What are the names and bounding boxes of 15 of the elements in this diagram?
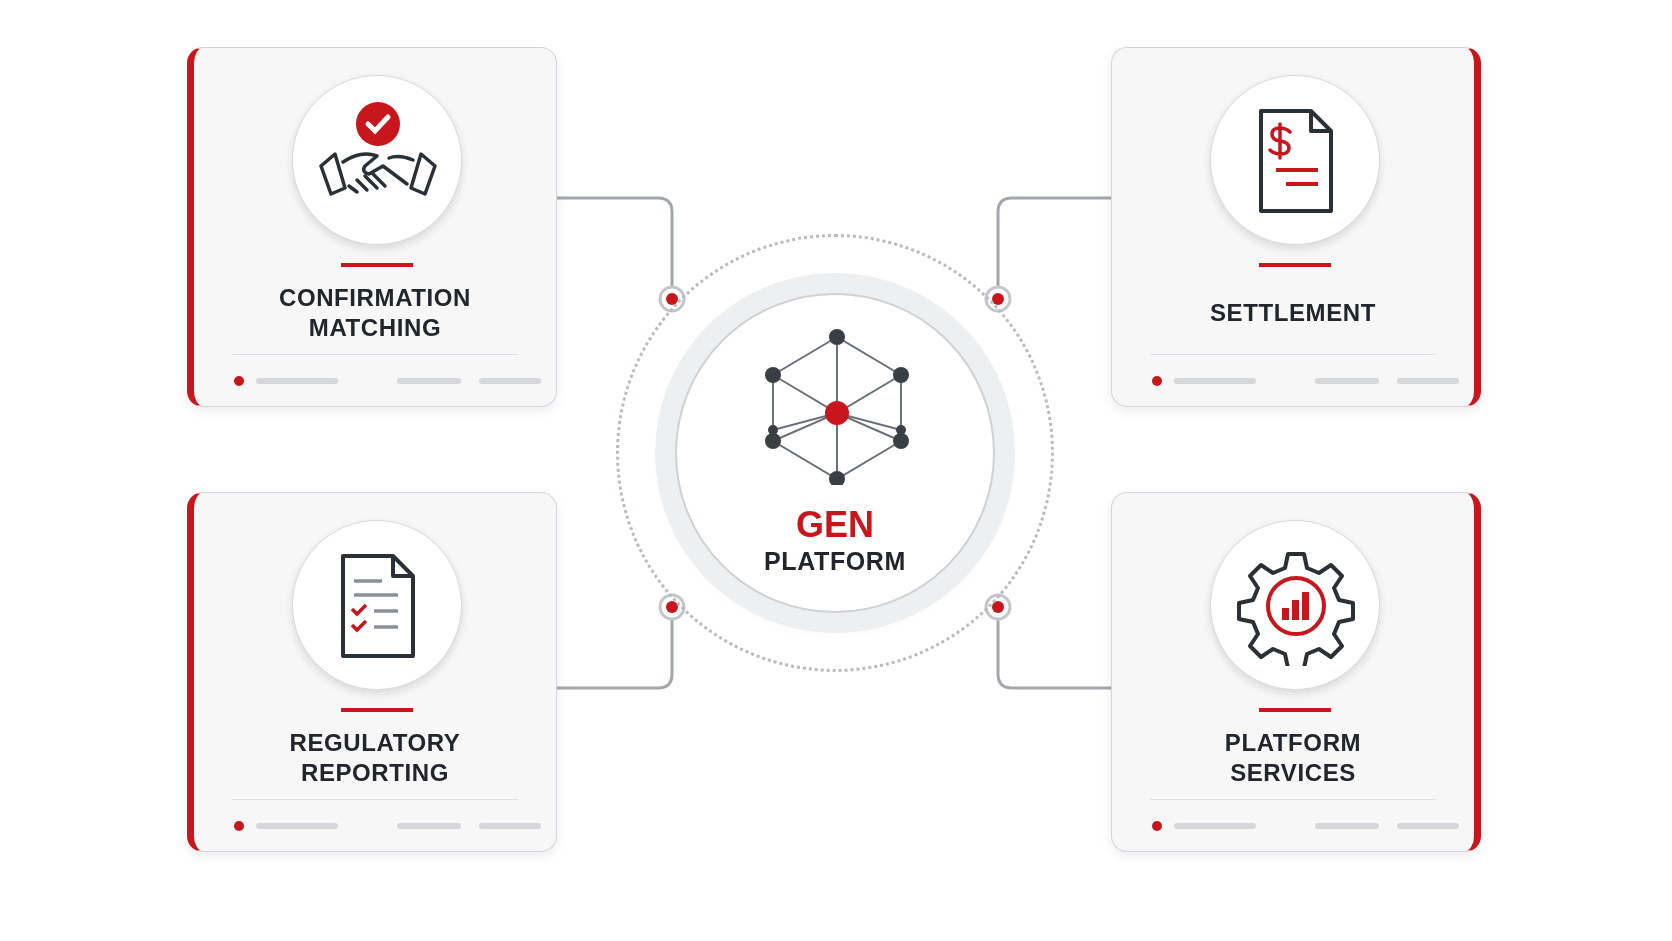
card-title: CONFIRMATION MATCHING [277,283,473,343]
service-card [187,47,557,407]
connector-line [984,196,1111,313]
service-card [1111,492,1481,852]
connector-line [984,593,1111,690]
service-card [1111,47,1481,407]
service-card [187,492,557,852]
platform-subtitle: PLATFORM [764,546,906,577]
card-title: REGULATORY REPORTING [288,728,462,788]
connector-line [557,593,686,690]
connector-line [557,196,686,313]
platform-name: GEN [796,505,874,545]
card-title: PLATFORM SERVICES [1223,728,1363,788]
platform-ring [616,234,1054,672]
card-title: SETTLEMENT [1210,298,1376,328]
